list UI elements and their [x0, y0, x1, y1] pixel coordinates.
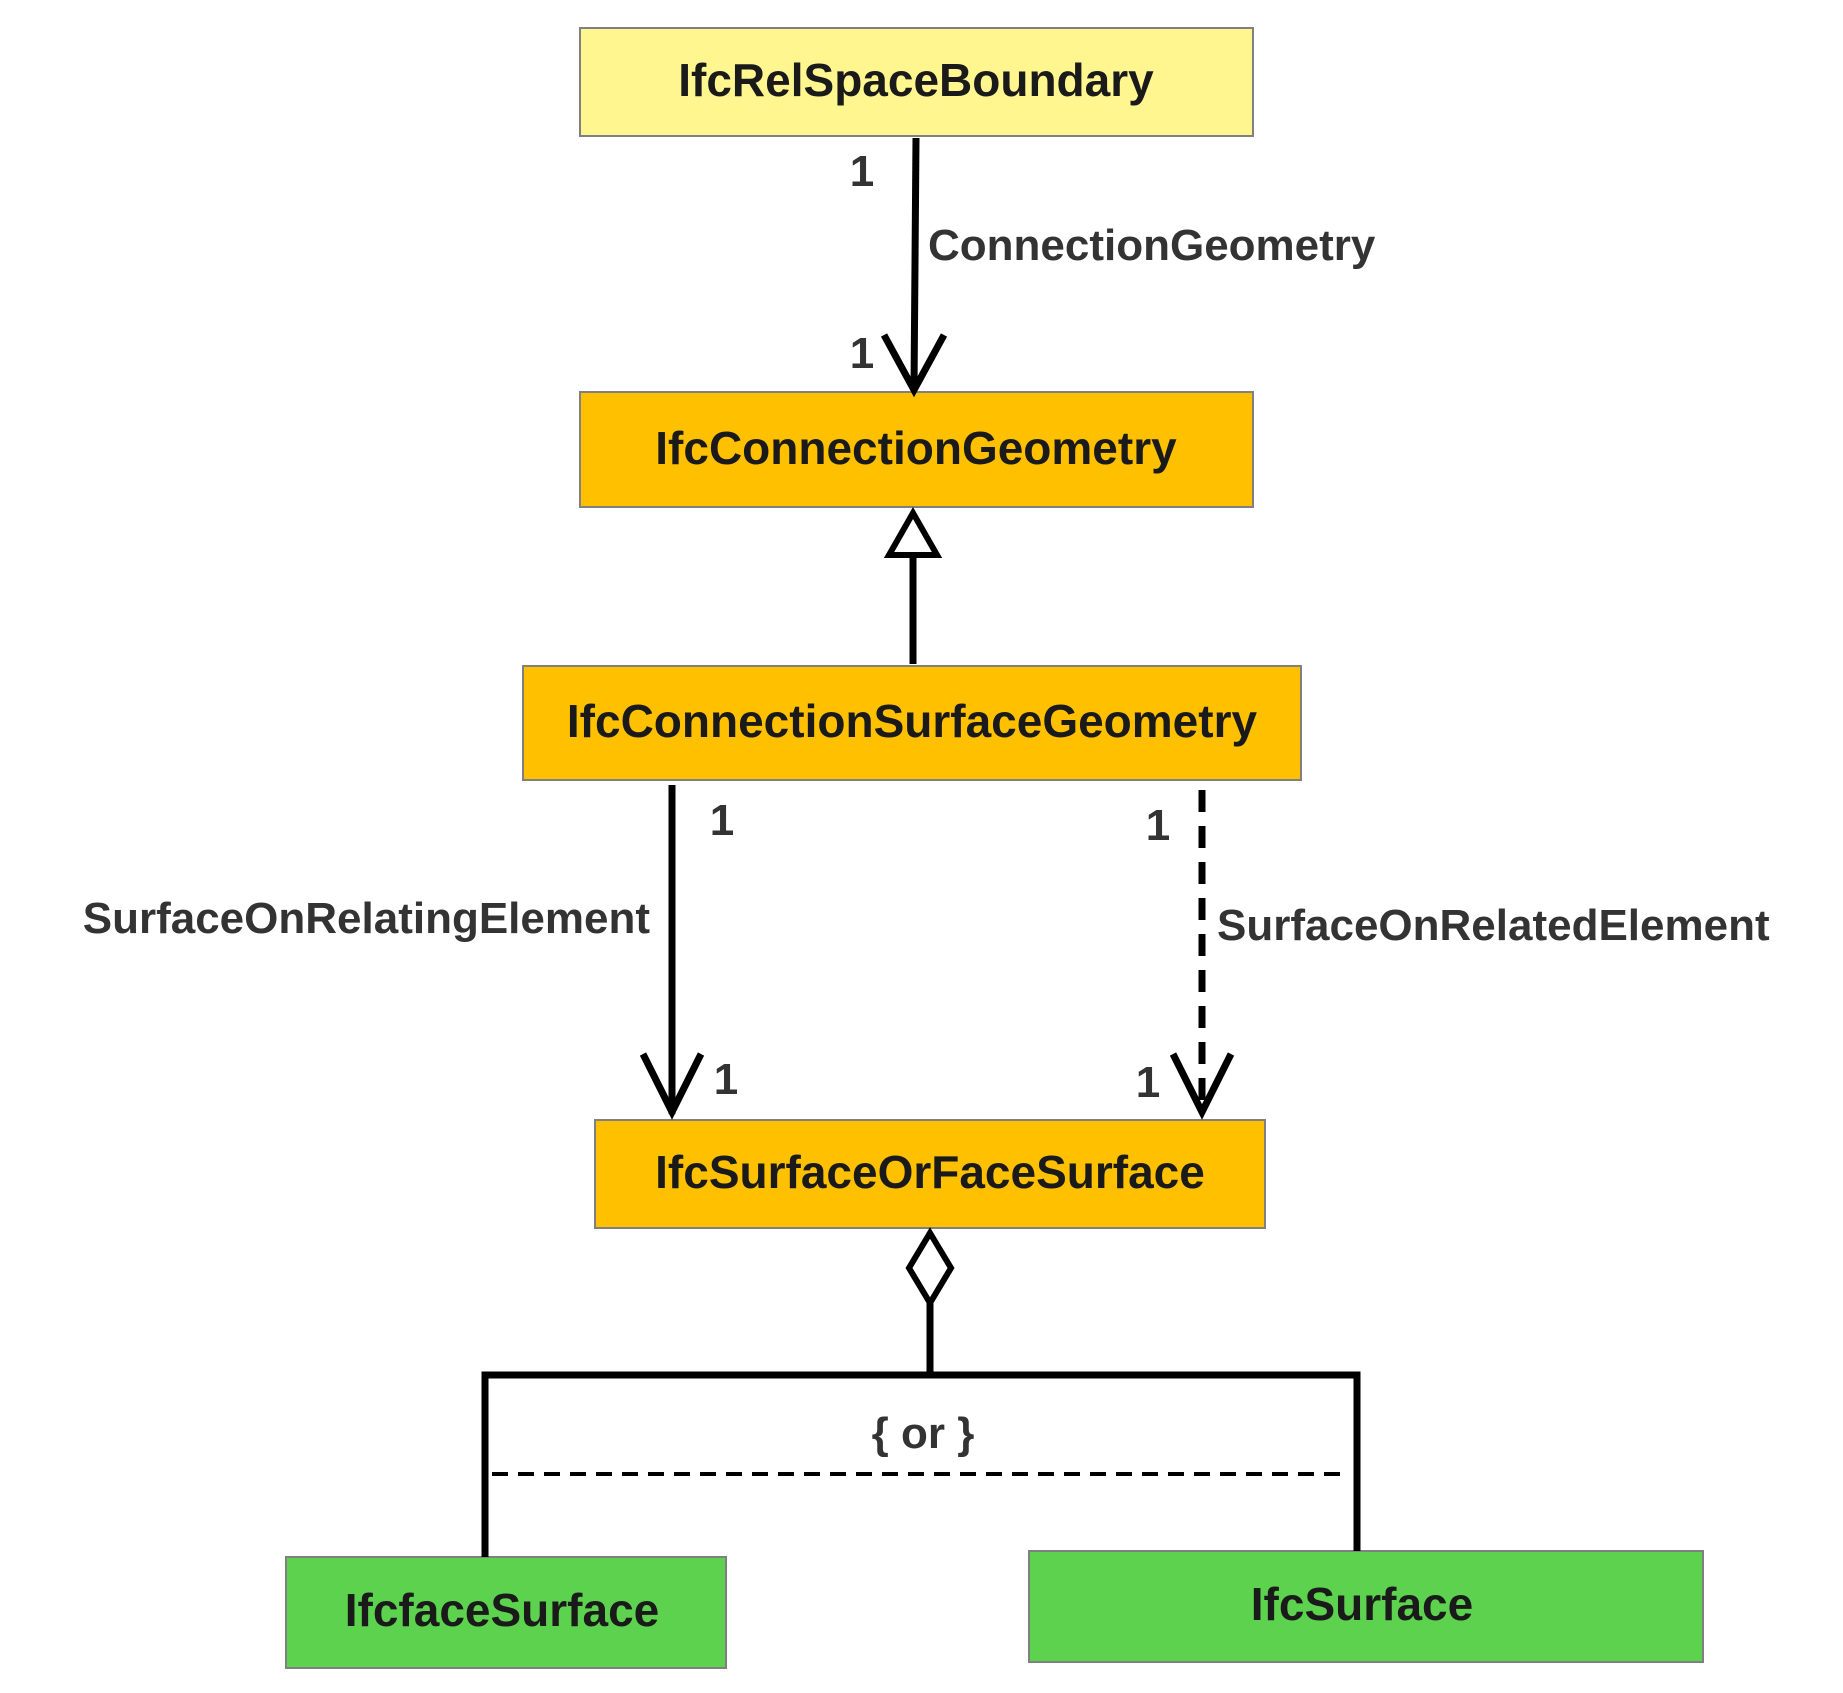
class-box-ifc-surface: IfcSurface — [1028, 1550, 1704, 1663]
aggregation-branch — [481, 1371, 1361, 1557]
class-box-background — [594, 1119, 1266, 1229]
class-box-ifc-surface-or-face-surface: IfcSurfaceOrFaceSurface — [594, 1119, 1266, 1229]
class-box-background — [1028, 1550, 1704, 1663]
generalization-connection-surface-geometry — [883, 506, 943, 664]
class-name: IfcSurface — [1251, 1578, 1473, 1630]
open-arrowhead — [639, 1052, 705, 1120]
target-multiplicity: 1 — [714, 1055, 738, 1104]
class-box-ifc-face-surface: IfcfaceSurface — [285, 1556, 727, 1669]
aggregation-or-constraint: { or } — [481, 1227, 1361, 1557]
class-name: IfcSurfaceOrFaceSurface — [655, 1146, 1205, 1198]
class-name: IfcRelSpaceBoundary — [678, 54, 1154, 106]
class-box-ifc-connection-geometry: IfcConnectionGeometry — [579, 391, 1254, 508]
or-constraint-label: { or } — [872, 1409, 975, 1458]
class-box-background — [285, 1556, 727, 1669]
hollow-triangle-arrowhead — [883, 506, 943, 558]
class-box-background — [579, 27, 1254, 137]
target-multiplicity: 1 — [1136, 1058, 1160, 1107]
association-label: SurfaceOnRelatingElement — [83, 894, 651, 943]
association-surface-on-related-element: 1 SurfaceOnRelatedElement 1 — [1136, 790, 1770, 1120]
association-label: SurfaceOnRelatedElement — [1217, 901, 1770, 950]
source-multiplicity: 1 — [710, 796, 734, 845]
class-name: IfcConnectionSurfaceGeometry — [567, 695, 1258, 747]
class-name: IfcfaceSurface — [345, 1584, 660, 1636]
association-connection-geometry: 1 ConnectionGeometry 1 — [850, 137, 1376, 398]
source-multiplicity: 1 — [850, 147, 874, 196]
class-name: IfcConnectionGeometry — [655, 422, 1177, 474]
class-box-ifc-rel-space-boundary: IfcRelSpaceBoundary — [579, 27, 1254, 137]
association-label: ConnectionGeometry — [928, 221, 1376, 270]
association-surface-on-relating-element: 1 SurfaceOnRelatingElement 1 — [83, 785, 738, 1120]
class-box-background — [522, 665, 1302, 781]
class-box-ifc-connection-surface-geometry: IfcConnectionSurfaceGeometry — [522, 665, 1302, 781]
association-line — [910, 137, 920, 389]
target-multiplicity: 1 — [850, 329, 874, 378]
hollow-diamond — [905, 1227, 955, 1309]
open-arrowhead — [880, 333, 948, 398]
source-multiplicity: 1 — [1146, 801, 1170, 850]
open-arrowhead — [1169, 1052, 1235, 1120]
class-box-background — [579, 391, 1254, 508]
